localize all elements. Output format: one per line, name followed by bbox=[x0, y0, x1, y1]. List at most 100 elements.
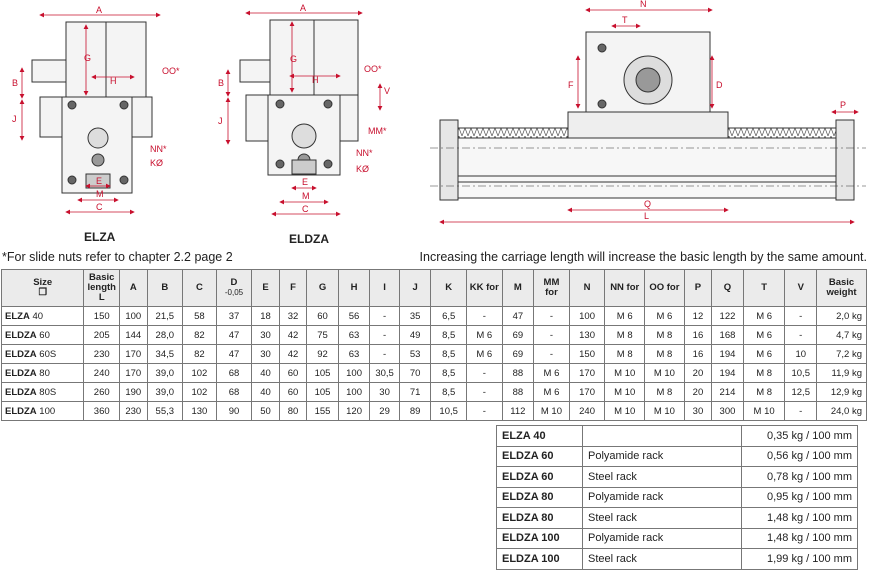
table-cell: - bbox=[465, 363, 503, 383]
svg-text:C: C bbox=[96, 202, 103, 212]
model-cell: ELDZA 60 bbox=[0, 325, 85, 345]
table-cell: M 6 bbox=[533, 363, 570, 383]
table-cell: 63 bbox=[337, 325, 371, 345]
table-cell: 8,5 bbox=[430, 382, 467, 402]
column-header: C bbox=[182, 269, 217, 307]
svg-text:N: N bbox=[640, 0, 647, 9]
model-cell: ELDZA 80 bbox=[496, 486, 583, 508]
table-cell: 7,2 kg bbox=[816, 344, 867, 364]
table-cell: 100 bbox=[337, 363, 371, 383]
side-view-drawing bbox=[430, 31, 866, 201]
table-cell: 88 bbox=[501, 382, 535, 402]
table-cell: 69 bbox=[501, 325, 535, 345]
table-cell: 75 bbox=[306, 325, 339, 345]
table-cell: 63 bbox=[337, 344, 371, 364]
table-cell: - bbox=[369, 306, 400, 326]
elza-labels: A G H B J OO* NN* KØ C M E bbox=[12, 5, 180, 212]
table-cell: 32 bbox=[278, 306, 308, 326]
caption-elza: ELZA bbox=[84, 230, 116, 244]
rack-cell: Steel rack bbox=[582, 466, 742, 488]
table-cell: M 10 bbox=[644, 401, 685, 421]
table-cell: 8,5 bbox=[430, 363, 467, 383]
table-cell: 11,9 kg bbox=[816, 363, 867, 383]
svg-text:MM*: MM* bbox=[368, 126, 387, 136]
table-cell: 47 bbox=[215, 344, 253, 364]
table-cell: 102 bbox=[182, 382, 217, 402]
model-cell: ELDZA 100 bbox=[496, 548, 583, 570]
table-cell: 40 bbox=[251, 382, 280, 402]
table-cell: 30,5 bbox=[369, 363, 400, 383]
table-cell: 170 bbox=[119, 344, 148, 364]
table-cell: M 8 bbox=[742, 382, 786, 402]
table-cell: 50 bbox=[251, 401, 280, 421]
table-cell: 34,5 bbox=[146, 344, 184, 364]
table-cell: 92 bbox=[306, 344, 339, 364]
column-header: H bbox=[337, 269, 371, 307]
model-cell: ELDZA 80S bbox=[0, 382, 85, 402]
model-cell: ELDZA 100 bbox=[0, 401, 85, 421]
svg-text:H: H bbox=[312, 75, 319, 85]
table-cell: M 10 bbox=[604, 363, 646, 383]
table-cell: M 10 bbox=[604, 382, 646, 402]
table-cell: 68 bbox=[215, 363, 253, 383]
table-cell: 28,0 bbox=[146, 325, 184, 345]
table-cell: 39,0 bbox=[146, 363, 184, 383]
table-cell: - bbox=[784, 401, 818, 421]
table-cell: - bbox=[369, 325, 400, 345]
weight-cell: 1,48 kg / 100 mm bbox=[741, 527, 858, 549]
table-cell: 70 bbox=[398, 363, 432, 383]
table-cell: 100 bbox=[337, 382, 371, 402]
weight-cell: 1,48 kg / 100 mm bbox=[741, 507, 858, 529]
svg-text:OO*: OO* bbox=[162, 66, 180, 76]
column-header: A bbox=[119, 269, 148, 307]
eldza-drawing bbox=[239, 19, 359, 176]
table-cell: 300 bbox=[711, 401, 744, 421]
svg-text:D: D bbox=[716, 80, 723, 90]
rack-cell: Polyamide rack bbox=[582, 445, 742, 467]
model-cell: ELDZA 60 bbox=[496, 466, 583, 488]
svg-text:J: J bbox=[12, 114, 17, 124]
table-cell: 71 bbox=[398, 382, 432, 402]
model-cell: ELDZA 60 bbox=[496, 445, 583, 467]
table-cell: 10 bbox=[784, 344, 818, 364]
column-header: Basic weight bbox=[816, 269, 867, 307]
table-cell: 214 bbox=[711, 382, 744, 402]
svg-text:C: C bbox=[302, 204, 309, 214]
table-cell: 89 bbox=[398, 401, 432, 421]
table-cell: 12,5 bbox=[784, 382, 818, 402]
table-cell: 42 bbox=[278, 325, 308, 345]
column-header: F bbox=[278, 269, 308, 307]
svg-text:B: B bbox=[12, 78, 18, 88]
table-cell: M 10 bbox=[742, 401, 786, 421]
table-cell: M 6 bbox=[533, 382, 570, 402]
table-cell: 150 bbox=[83, 306, 121, 326]
column-header: NN for bbox=[604, 269, 646, 307]
table-cell: 30 bbox=[683, 401, 713, 421]
model-cell: ELDZA 100 bbox=[496, 527, 583, 549]
table-cell: 102 bbox=[182, 363, 217, 383]
column-header: M bbox=[501, 269, 535, 307]
column-header: N bbox=[568, 269, 606, 307]
table-cell: 168 bbox=[711, 325, 744, 345]
table-cell: 69 bbox=[501, 344, 535, 364]
model-cell: ELDZA 60S bbox=[0, 344, 85, 364]
table-cell: 144 bbox=[119, 325, 148, 345]
table-cell: - bbox=[784, 306, 818, 326]
table-cell: 105 bbox=[306, 382, 339, 402]
svg-text:NN*: NN* bbox=[356, 148, 373, 158]
weight-cell: 0,78 kg / 100 mm bbox=[741, 466, 858, 488]
table-cell: 360 bbox=[83, 401, 121, 421]
table-cell: 130 bbox=[568, 325, 606, 345]
table-cell: 42 bbox=[278, 344, 308, 364]
svg-text:B: B bbox=[218, 78, 224, 88]
svg-text:KØ: KØ bbox=[356, 164, 369, 174]
table-cell: 82 bbox=[182, 325, 217, 345]
column-header: B bbox=[146, 269, 184, 307]
table-cell: 6,5 bbox=[430, 306, 467, 326]
table-cell: - bbox=[465, 401, 503, 421]
table-cell: 88 bbox=[501, 363, 535, 383]
